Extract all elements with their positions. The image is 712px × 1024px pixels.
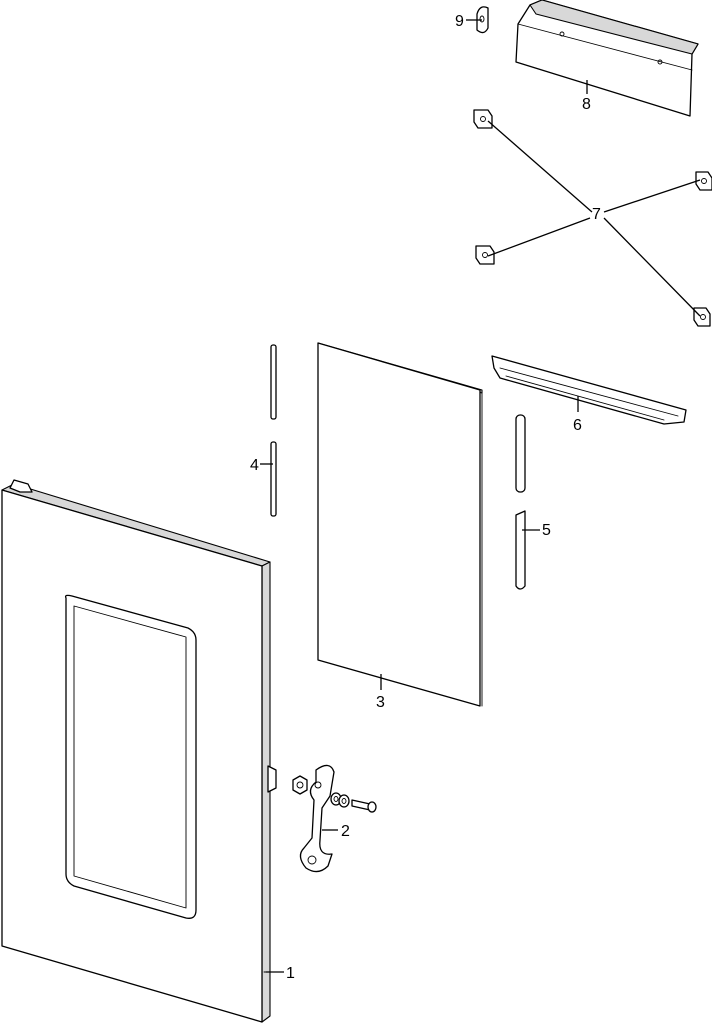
callout-4-label: 4 — [250, 457, 259, 474]
clip-top-right — [695, 171, 712, 191]
door-panel — [1, 479, 277, 1023]
clip-top-left — [473, 109, 493, 129]
trim-rail — [491, 355, 687, 425]
callout-4: 4 — [250, 457, 273, 474]
glass-panel — [317, 342, 483, 707]
callout-6-label: 6 — [573, 417, 582, 434]
callout-8-label: 8 — [582, 96, 591, 113]
callout-2-label: 2 — [341, 823, 350, 840]
callout-1-label: 1 — [286, 965, 295, 982]
left-rods — [270, 344, 277, 517]
clip-bottom-right — [693, 307, 711, 327]
callout-7: 7 — [487, 120, 701, 317]
callout-8: 8 — [582, 80, 591, 113]
callout-3-label: 3 — [376, 694, 385, 711]
callout-3: 3 — [376, 674, 385, 711]
callout-6: 6 — [573, 396, 582, 434]
hinge-assembly — [292, 764, 377, 873]
callout-2: 2 — [322, 823, 350, 840]
profile-bracket — [515, 0, 699, 117]
clip-bottom-left — [475, 245, 495, 265]
right-rods — [515, 414, 526, 590]
callout-5: 5 — [522, 522, 551, 539]
callout-9: 9 — [455, 13, 482, 30]
clips — [473, 109, 712, 327]
callout-7-label: 7 — [592, 206, 601, 223]
small-clip — [476, 6, 489, 34]
callout-9-label: 9 — [455, 13, 464, 30]
callout-5-label: 5 — [542, 522, 551, 539]
callout-1: 1 — [266, 965, 295, 982]
